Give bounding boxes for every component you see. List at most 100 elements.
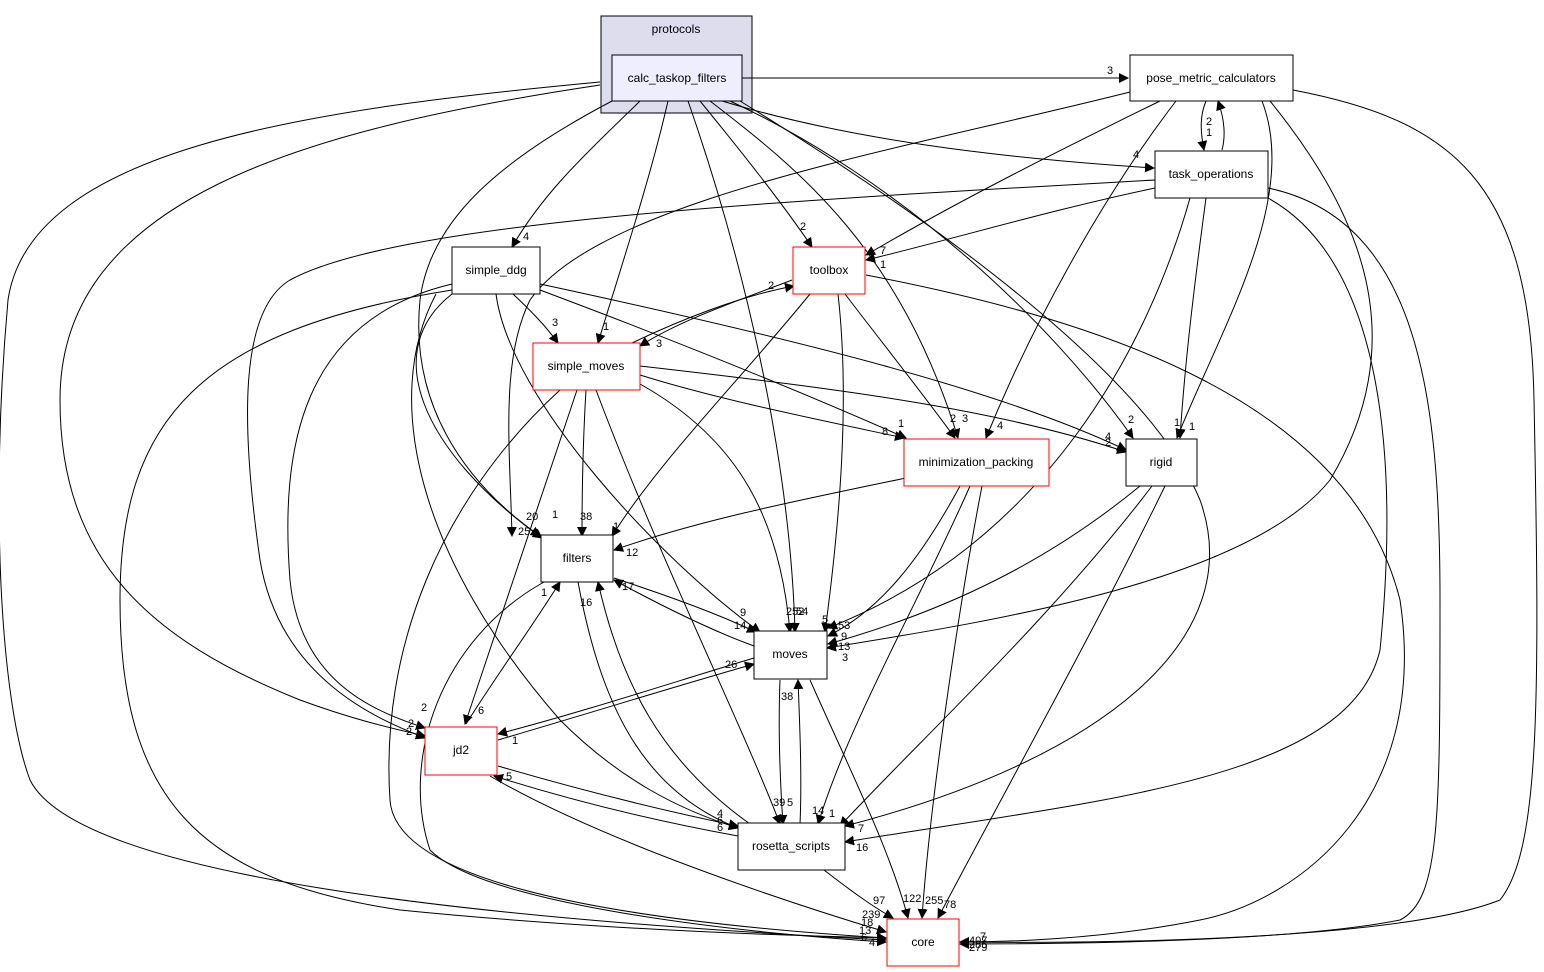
edge-label: 2 [1206, 116, 1212, 128]
edge-calc-to-rigid [729, 100, 1134, 439]
edge-label: 16 [856, 842, 868, 854]
edge-mp-to-moves [827, 485, 961, 637]
edge-sm-to-tb [631, 282, 795, 344]
node-rigid[interactable]: rigid [1125, 438, 1198, 487]
edge-label: 13 [838, 641, 850, 653]
node-jd2[interactable]: jd2 [424, 726, 498, 776]
edge-label: 1 [880, 259, 886, 271]
core-label: core [911, 935, 935, 949]
node-filters[interactable]: filters [540, 534, 614, 583]
edge-mp-to-rosetta [815, 485, 971, 825]
edge-to-to-rosetta [844, 197, 1388, 846]
node-core[interactable]: core [886, 918, 960, 967]
edge-rigid-to-rosetta [839, 485, 1153, 827]
node-task-operations[interactable]: task_operations [1154, 150, 1269, 199]
edge-sm-to-moves [639, 383, 795, 633]
edge-sd-to-jd2 [287, 283, 453, 730]
edge-label: 38 [580, 511, 592, 523]
edge-label: 2 [408, 718, 414, 730]
edge-jd2-to-filters [465, 581, 561, 725]
edge-sd-to-sm [512, 293, 559, 344]
edge-mp-to-filters [613, 477, 907, 552]
node-rosetta-scripts[interactable]: rosetta_scripts [737, 822, 846, 871]
node-toolbox[interactable]: toolbox [792, 246, 866, 295]
edge-label: 252 [786, 606, 804, 618]
simple-moves-box [532, 342, 641, 391]
edge-label: 6 [861, 932, 867, 944]
edge-pmc-to-filters [506, 91, 1131, 537]
edge-label: 7 [980, 931, 986, 943]
edge-label: 2 [1105, 437, 1111, 449]
edge-to-to-toolbox [865, 187, 1156, 263]
edge-label: 7 [858, 823, 864, 835]
edge-tb-to-mp [844, 293, 956, 439]
core-box [886, 918, 960, 967]
edge-label: 3 [552, 317, 558, 329]
edge-calc-to-simple-ddg [511, 100, 641, 248]
jd2-label: jd2 [452, 743, 469, 757]
edge-rosetta-to-jd2 [493, 773, 739, 837]
edge-tb-to-moves [821, 293, 844, 633]
edge-label: 6 [717, 815, 723, 827]
edge-label: 14 [812, 805, 824, 817]
edge-tb-to-core [865, 274, 1405, 947]
edge-filters-to-moves [613, 577, 757, 633]
node-calc-taskop-filters[interactable]: calc_taskop_filters [611, 54, 743, 102]
node-moves[interactable]: moves [753, 630, 828, 680]
minimization-packing-box [903, 438, 1050, 487]
edge-mp-to-core [917, 485, 983, 919]
edge-calc-to-filters [418, 100, 613, 537]
edge-label: 285 [969, 939, 987, 951]
edge-calc-to-simple-moves [595, 100, 669, 344]
edge-pmc-to-toolbox [865, 100, 1161, 256]
task-operations-box [1154, 150, 1269, 199]
edge-moves-to-rosetta [777, 679, 788, 825]
rosetta-scripts-label: rosetta_scripts [752, 839, 830, 853]
edge-label: 38 [781, 691, 793, 703]
toolbox-label: toolbox [810, 263, 849, 277]
edge-label: 2 [406, 726, 412, 738]
minimization-packing-label: minimization_packing [919, 455, 1034, 469]
moves-box [753, 630, 828, 680]
jd2-box [424, 726, 498, 776]
node-simple-moves[interactable]: simple_moves [532, 342, 641, 391]
edge-labels: 3 2 1 4 4 2 1 7 1 2 3 3 2 3 4 1 8 2 1 1 … [406, 65, 1212, 954]
edge-label: 122 [903, 893, 921, 905]
edge-calc-to-toolbox [699, 100, 813, 248]
edge-label: 4 [1105, 431, 1111, 443]
edge-pmc-to-core [959, 89, 1538, 948]
edge-sm-to-core [388, 389, 887, 943]
node-pose-metric-calculators[interactable]: pose_metric_calculators [1129, 54, 1294, 102]
edge-label: 78 [944, 899, 956, 911]
edge-label: 2 [421, 702, 427, 714]
simple-ddg-label: simple_ddg [465, 263, 526, 277]
nodes: calc_taskop_filters pose_metric_calculat… [424, 54, 1294, 967]
edge-label: 20 [526, 511, 538, 523]
edge-label: 1 [898, 418, 904, 430]
edge-sd-to-moves [495, 293, 761, 633]
edge-moves-to-jd2 [497, 657, 755, 737]
cluster-label: protocols [652, 22, 701, 36]
edge-to-to-rigid [1175, 197, 1207, 439]
edge-label: 1 [512, 735, 518, 747]
edge-label: 3 [842, 652, 848, 664]
edge-to-to-jd2 [247, 179, 1156, 740]
moves-label: moves [772, 647, 807, 661]
edge-label: 13 [859, 925, 871, 937]
edge-label: 18 [861, 917, 873, 929]
node-simple-ddg[interactable]: simple_ddg [451, 246, 541, 295]
edge-label: 1 [541, 587, 547, 599]
simple-moves-label: simple_moves [548, 359, 625, 373]
edge-label: 2 [768, 280, 774, 292]
edge-rosetta-to-core [823, 869, 894, 919]
node-minimization-packing[interactable]: minimization_packing [903, 438, 1050, 487]
edge-pmc-to-rigid [1175, 100, 1273, 439]
edge-jd2-to-moves [497, 661, 755, 741]
pose-metric-calculators-box [1129, 54, 1294, 102]
edge-label: 17 [622, 581, 634, 593]
edge-jd2-to-rosetta [497, 765, 739, 830]
edge-label: 407 [969, 935, 987, 947]
edge-label: 9 [841, 631, 847, 643]
